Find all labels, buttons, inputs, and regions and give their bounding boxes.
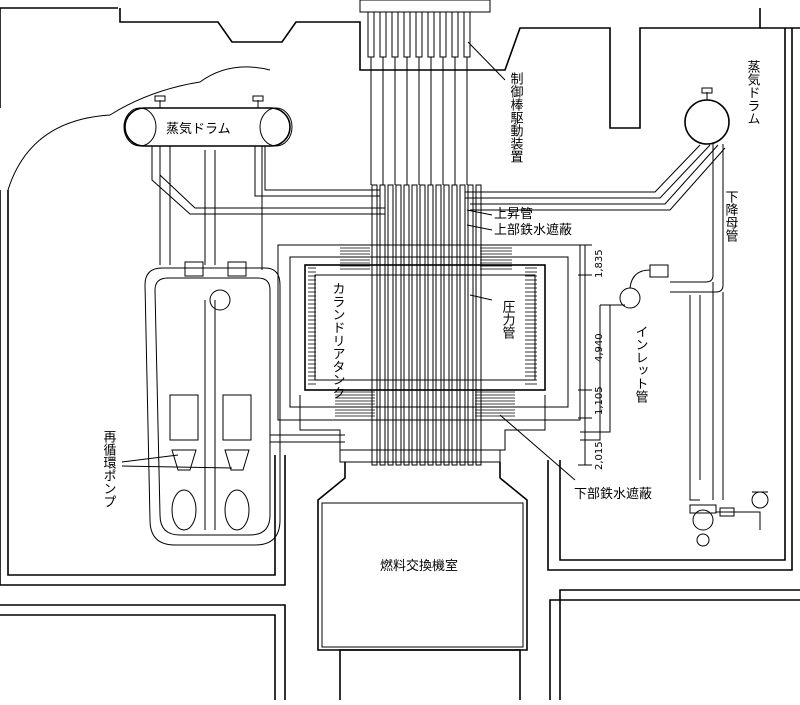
- diagram-labels: 制御棒駆動装置 蒸気ドラム 蒸気ドラム 下降母管 上昇管 上部鉄水遮蔽 カランド…: [101, 60, 761, 574]
- control-rod-tube: [439, 11, 447, 185]
- pressure-tube-shape: [475, 184, 482, 466]
- label-recirculation-pump: 再循環ポンプ: [101, 430, 117, 508]
- steam-drum-left-shape: [123, 95, 293, 147]
- pressure-tube-shape: [403, 184, 410, 466]
- pressure-tube-shape: [435, 184, 442, 466]
- fuel-exchange-room: [317, 462, 528, 651]
- calandria-tank-shape: [304, 264, 546, 391]
- pressure-tube-shape: [443, 184, 450, 466]
- reactor-vessel: [277, 244, 581, 463]
- shield-outer-box: [277, 244, 581, 421]
- pressure-tube-shape: [387, 184, 394, 466]
- control-rod-tube: [379, 11, 387, 185]
- label-lower-shield: 下部鉄水遮蔽: [574, 486, 652, 502]
- pressure-tube-shape: [427, 184, 434, 466]
- label-inlet-pipe: インレット管: [633, 325, 649, 404]
- label-steam-drum-left: 蒸気ドラム: [166, 121, 231, 137]
- label-riser-pipe: 上昇管: [494, 207, 533, 222]
- label-pressure-tube: 圧力管: [500, 300, 516, 340]
- pressure-tube-shape: [371, 184, 378, 466]
- control-rod-tube: [367, 11, 375, 185]
- dim-2015: 2,015: [594, 441, 605, 470]
- label-fuel-exchange-room: 燃料交換機室: [380, 558, 458, 574]
- pressure-tube-shape: [467, 184, 474, 466]
- control-rod-tube: [463, 11, 471, 185]
- dim-1105: 1,105: [594, 386, 605, 415]
- leader-lines: [121, 41, 576, 481]
- piping: [144, 144, 769, 547]
- control-rod-tube: [451, 11, 459, 185]
- control-rod-drive-tubes: [359, 0, 491, 466]
- label-upper-shield: 上部鉄水遮蔽: [494, 222, 572, 238]
- pressure-tube-shape: [395, 184, 402, 466]
- label-steam-drum-right: 蒸気ドラム: [745, 60, 761, 125]
- steam-drum-right-shape: [684, 87, 730, 145]
- label-control-rod-drive: 制御棒駆動装置: [508, 72, 524, 163]
- pressure-tube-shape: [379, 184, 386, 466]
- control-rod-tube: [415, 11, 423, 185]
- control-rod-tube: [391, 11, 399, 185]
- pressure-tube-shape: [419, 184, 426, 466]
- dim-4940: 4,940: [594, 333, 605, 362]
- dimension-lines: [578, 244, 592, 466]
- control-rod-tube: [403, 11, 411, 185]
- label-calandria-tank: カランドリアタンク: [330, 282, 345, 399]
- dim-1835: 1,835: [594, 249, 605, 278]
- pressure-tube-shape: [411, 184, 418, 466]
- pressure-tube-shape: [459, 184, 466, 466]
- building-structure: [0, 7, 800, 700]
- label-downcomer-header: 下降母管: [723, 190, 739, 243]
- control-rod-tube: [427, 11, 435, 185]
- pressure-tube-shape: [451, 184, 458, 466]
